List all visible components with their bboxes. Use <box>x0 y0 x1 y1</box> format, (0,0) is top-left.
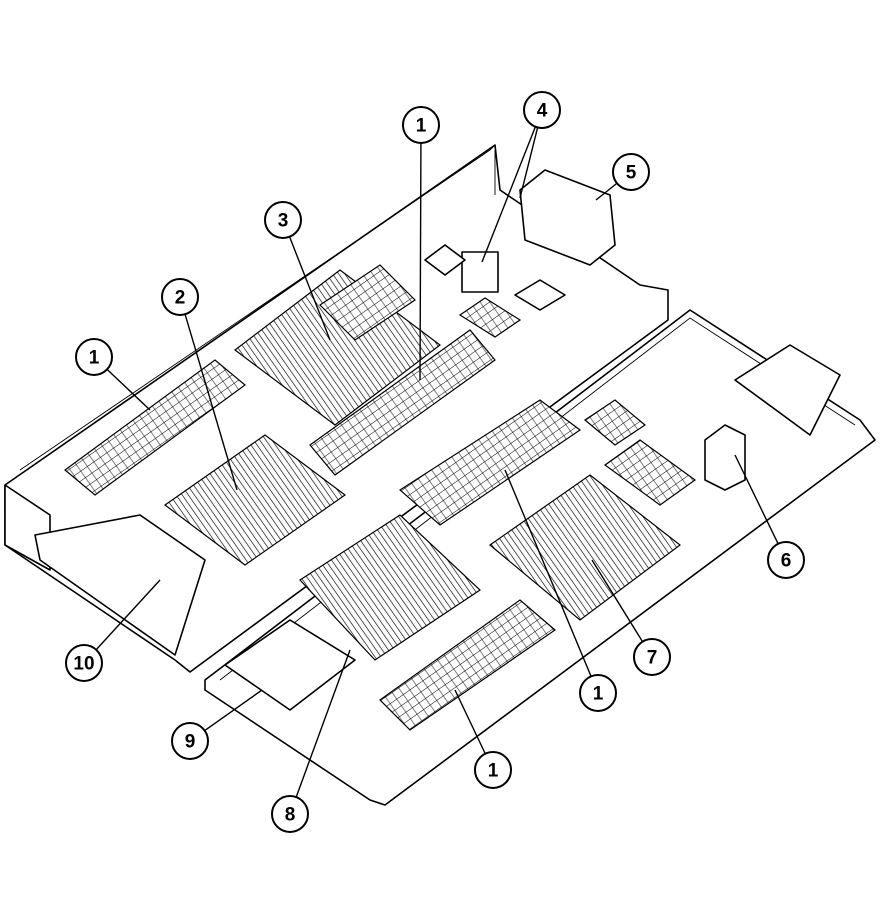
dimm-bank-lower-top <box>399 399 582 526</box>
callout-number: 3 <box>278 211 289 232</box>
callout-number: 1 <box>89 348 100 369</box>
leader-line <box>295 649 351 798</box>
chip-b <box>514 279 566 311</box>
callout-number: 6 <box>781 551 792 572</box>
pcb-panel <box>734 344 841 436</box>
leader-line <box>595 182 618 201</box>
callout-circle <box>633 638 671 676</box>
leader-line <box>419 142 422 381</box>
heatsink-small-b <box>603 439 697 506</box>
connector-5 <box>519 169 616 266</box>
callout-5: 5 <box>595 153 650 201</box>
upper-server-blade <box>4 144 669 673</box>
component-4 <box>461 251 499 293</box>
heatsink-8 <box>299 514 481 661</box>
callout-circle <box>474 751 512 789</box>
callout-number: 1 <box>416 116 427 137</box>
chip-a <box>424 244 466 276</box>
callout-number: 2 <box>175 288 186 309</box>
drive-cage-9 <box>224 619 356 711</box>
callout-number: 9 <box>185 732 196 753</box>
leader-line <box>184 314 238 491</box>
callout-circle <box>65 644 103 682</box>
callout-8: 8 <box>271 649 351 833</box>
callout-circle <box>767 541 805 579</box>
callout-circle <box>264 201 302 239</box>
callout-9: 9 <box>171 689 263 760</box>
drive-cage-10 <box>34 514 206 656</box>
heatsink-2 <box>163 434 347 566</box>
callout-number: 5 <box>626 163 637 184</box>
callout-number: 1 <box>593 684 604 705</box>
connector-6 <box>704 424 746 491</box>
callout-circle <box>579 674 617 712</box>
callout-6: 6 <box>734 454 805 579</box>
callout-10: 10 <box>65 579 161 682</box>
dimm-bank-lower-bottom <box>379 599 556 731</box>
dimm-bank-upper-left <box>64 359 246 496</box>
callout-7: 7 <box>591 559 671 676</box>
callout-number: 1 <box>488 761 499 782</box>
leader-line <box>95 579 161 651</box>
leader-line <box>106 368 151 411</box>
dimm-bank-upper-mid <box>309 329 496 476</box>
leader-line <box>734 454 779 545</box>
callout-circle <box>612 153 650 191</box>
heatsink-7 <box>489 474 681 621</box>
callout-circle <box>271 795 309 833</box>
dimm-bank-upper-top <box>319 264 416 341</box>
callout-1: 1 <box>402 106 440 381</box>
leader-line <box>591 559 644 643</box>
callout-number: 4 <box>537 101 548 122</box>
leader-line <box>204 689 263 732</box>
callout-circle <box>171 722 209 760</box>
callout-number: 7 <box>647 648 658 669</box>
callouts: 1 4 5 3 2 1 6 7 1 1 9 8 10 <box>65 91 805 833</box>
callout-3: 3 <box>264 201 331 341</box>
leader-line <box>519 127 539 199</box>
leader-line <box>504 469 592 677</box>
callout-circle <box>523 91 561 129</box>
leader-line <box>481 126 537 263</box>
callout-1: 1 <box>454 689 512 789</box>
callout-4: 4 <box>481 91 561 263</box>
callout-circle <box>75 338 113 376</box>
callout-number: 10 <box>73 654 94 675</box>
leader-line <box>454 689 486 755</box>
heatsink-small-a <box>583 399 647 446</box>
lower-server-blade <box>204 309 876 806</box>
callout-1: 1 <box>75 338 151 411</box>
callout-circle <box>402 106 440 144</box>
callout-2: 2 <box>161 278 238 491</box>
chip-grid <box>458 297 522 338</box>
callout-number: 8 <box>285 805 296 826</box>
leader-line <box>288 236 331 341</box>
callout-1: 1 <box>504 469 617 712</box>
callout-circle <box>161 278 199 316</box>
